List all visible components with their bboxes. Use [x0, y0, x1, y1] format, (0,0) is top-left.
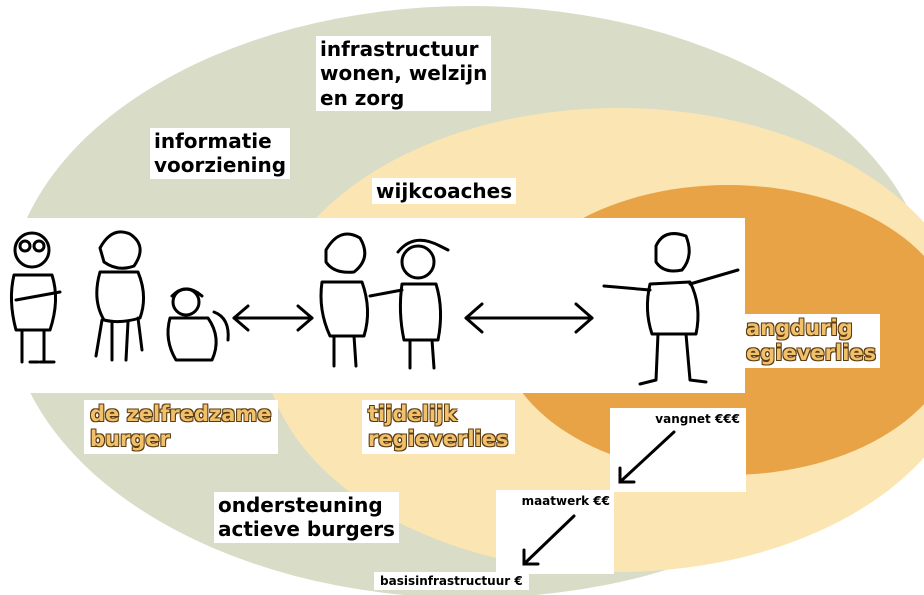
label-longterm-loss-line: egieverlies — [746, 340, 877, 365]
label-longterm-loss-line: angdurig — [746, 316, 853, 340]
label-infrastructure-line: en zorg — [320, 85, 405, 110]
label-infrastructure-line: wonen, welzijn — [320, 61, 488, 86]
label-basic: basisinfrastructuur € — [374, 572, 529, 591]
person-child-icon — [166, 287, 230, 362]
person-coach-woman-icon — [319, 232, 369, 368]
label-infrastructure-line: infrastructuur — [320, 37, 479, 61]
person-coach-cap-icon — [368, 238, 450, 370]
label-temporary-loss-line: tijdelijk — [368, 402, 458, 426]
label-safety-net-box: vangnet €€€ — [610, 408, 746, 492]
person-woman-icon — [94, 230, 145, 362]
label-support-line: ondersteuning — [218, 493, 383, 517]
label-longterm-loss: angdurig egieverlies — [742, 314, 881, 368]
label-support-line: actieve burgers — [218, 517, 395, 542]
label-information-line: informatie — [154, 129, 272, 153]
double-arrow-icon — [232, 304, 314, 332]
label-safety-net: vangnet €€€ — [655, 412, 740, 426]
label-custom-box: maatwerk €€ — [496, 490, 614, 574]
label-support: ondersteuning actieve burgers — [214, 492, 399, 543]
label-self-reliant-line: burger — [90, 426, 170, 451]
label-self-reliant-line: de zelfredzame — [90, 402, 272, 426]
label-infrastructure: infrastructuur wonen, welzijn en zorg — [316, 36, 492, 112]
label-custom: maatwerk €€ — [521, 494, 610, 508]
label-temporary-loss-line: regieverlies — [368, 426, 509, 451]
label-temporary-loss: tijdelijk regieverlies — [362, 400, 515, 454]
label-coaches: wijkcoaches — [372, 178, 517, 205]
person-man-open-arms-icon — [602, 232, 740, 386]
arrow-down-left-icon — [522, 514, 576, 566]
label-information-line: voorziening — [154, 153, 287, 178]
label-information: informatie voorziening — [150, 128, 291, 179]
label-self-reliant: de zelfredzame burger — [84, 400, 278, 454]
arrow-down-left-icon — [618, 430, 676, 484]
double-arrow-icon — [464, 302, 594, 334]
person-glasses-icon — [9, 231, 62, 364]
